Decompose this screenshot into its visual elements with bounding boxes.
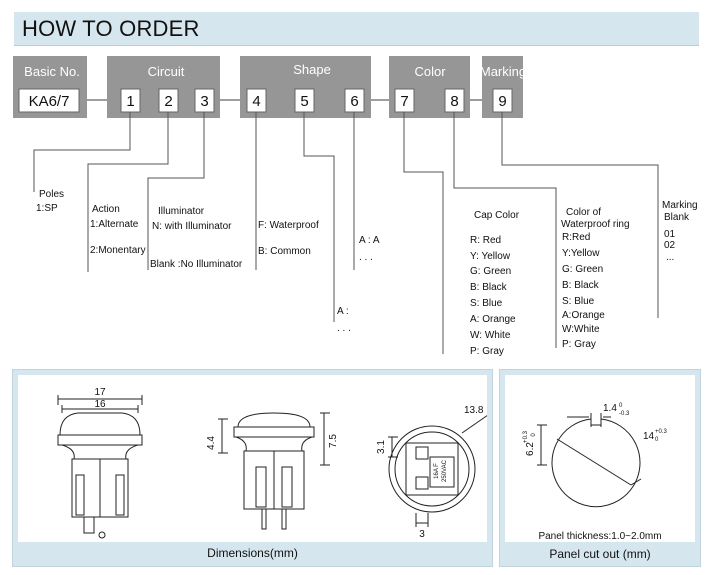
circuit-label: Circuit [148,64,185,79]
cap-color-option: P: Gray [470,346,504,357]
basic-no-label: Basic No. [24,64,80,79]
panel-cut-panel: 1.4 0 -0.3 14 +0.3 0 6.2 +0.3 0 Panel th… [499,369,701,567]
code-5: 5 [300,93,308,110]
shape-option-2: B: Common [258,246,311,257]
cap-color-option: B: Black [470,282,508,293]
code-7: 7 [400,93,408,110]
ring-color-option: Y:Yellow [562,248,600,259]
page-title: HOW TO ORDER [22,16,200,41]
poles-title: Poles [39,189,64,200]
action-title: Action [92,204,120,215]
dim-h2: 7.5 [328,434,339,448]
cap-color-option: W: White [470,330,511,341]
ring-color-option: B: Black [562,280,600,291]
code-box-basic [18,88,80,113]
panel-cut-drawing: 1.4 0 -0.3 14 +0.3 0 6.2 +0.3 0 Panel th… [523,403,668,542]
shape-ext2-line2: . . . [337,323,351,334]
cap-color-option: G: Green [470,266,511,277]
marking-option: 02 [664,240,676,251]
illuminator-option-1: N: with Illuminator [152,221,232,232]
slot-tol-upper: 0 [619,403,623,409]
panel-cut-caption: Panel cut out (mm) [549,547,651,561]
header-bar: HOW TO ORDER [14,12,699,46]
marking-title-1: Marking [662,200,698,211]
dim-dia: 13.8 [464,405,484,416]
code-1: 1 [126,93,134,110]
cutout-outline [537,413,642,508]
dia-tol-upper: +0.3 [655,429,668,435]
side-view-front [57,395,143,539]
marking-label: Marking [480,64,526,79]
shape-ext2-line1: A : [337,306,349,317]
marking-option: 01 [664,229,676,240]
poles-option: 1:SP [36,203,58,214]
flat-tol-upper: +0.3 [523,430,529,443]
flat-tol-lower: 0 [531,433,537,437]
code-8: 8 [450,93,458,110]
dim-width-outer: 17 [94,387,106,398]
code-6: 6 [350,93,358,110]
slot-tol-lower: -0.3 [619,411,630,417]
ring-color-option: P: Gray [562,339,596,350]
illuminator-option-2: Blank :No Illuminator [150,259,243,270]
bottom-view [388,415,487,527]
marking-title-2: Blank [664,212,690,223]
code-basic-no: KA6/7 [29,93,70,110]
shape-option-1: F: Waterproof [258,220,319,231]
side-view-side [218,412,330,530]
dim-width-inner: 16 [94,399,106,410]
body-text-1: 16A F [434,463,440,479]
marking-option: ... [666,252,674,263]
shape-label: Shape [293,62,331,77]
shape-ext1-line1: A : A [359,235,380,246]
cut-diameter: 14 [643,431,655,442]
code-9: 9 [498,93,506,110]
body-text-2: 250VAC [442,459,448,482]
dimensions-drawing: 17 16 4.4 7.5 3.1 13.8 3 16A F 250VAC [57,387,487,540]
dim-w3: 3 [419,529,425,540]
dimensions-caption: Dimensions(mm) [207,546,298,560]
code-2: 2 [164,93,172,110]
panel-thickness: Panel thickness:1.0~2.0mm [538,531,661,542]
order-code-diagram: Basic No. Circuit Shape Color Marking KA… [13,56,698,357]
cap-color-title: Cap Color [474,210,520,221]
dim-d: 3.1 [376,440,387,454]
panel-cut-drawing-area: 1.4 0 -0.3 14 +0.3 0 6.2 +0.3 0 Panel th… [505,375,695,542]
cap-color-option: Y: Yellow [470,251,511,262]
action-option-1: 1:Alternate [90,219,139,230]
color-label: Color [414,64,446,79]
ring-color-option: G: Green [562,264,603,275]
flat-size: 6.2 [525,442,536,456]
dim-h1: 4.4 [206,436,217,450]
slot-width: 1.4 [603,403,617,414]
code-4: 4 [252,93,260,110]
cap-color-option: S: Blue [470,298,503,309]
ring-color-title-2: Waterproof ring [561,219,630,230]
shape-ext1-line2: . . . [359,252,373,263]
ring-color-option: S: Blue [562,296,595,307]
ring-color-option: W:White [562,324,600,335]
ring-color-title-1: Color of [566,207,601,218]
illuminator-title: Illuminator [158,206,205,217]
dia-tol-lower: 0 [655,437,659,443]
leader-lines [33,112,659,354]
dimensions-drawing-area: 17 16 4.4 7.5 3.1 13.8 3 16A F 250VAC [18,375,487,542]
cap-color-option: R: Red [470,235,501,246]
ring-color-option: A:Orange [562,310,605,321]
dimensions-panel: 17 16 4.4 7.5 3.1 13.8 3 16A F 250VAC Di… [12,369,493,567]
ring-color-option: R:Red [562,232,590,243]
code-3: 3 [200,93,208,110]
action-option-2: 2:Monentary [90,245,146,256]
cap-color-option: A: Orange [470,314,516,325]
